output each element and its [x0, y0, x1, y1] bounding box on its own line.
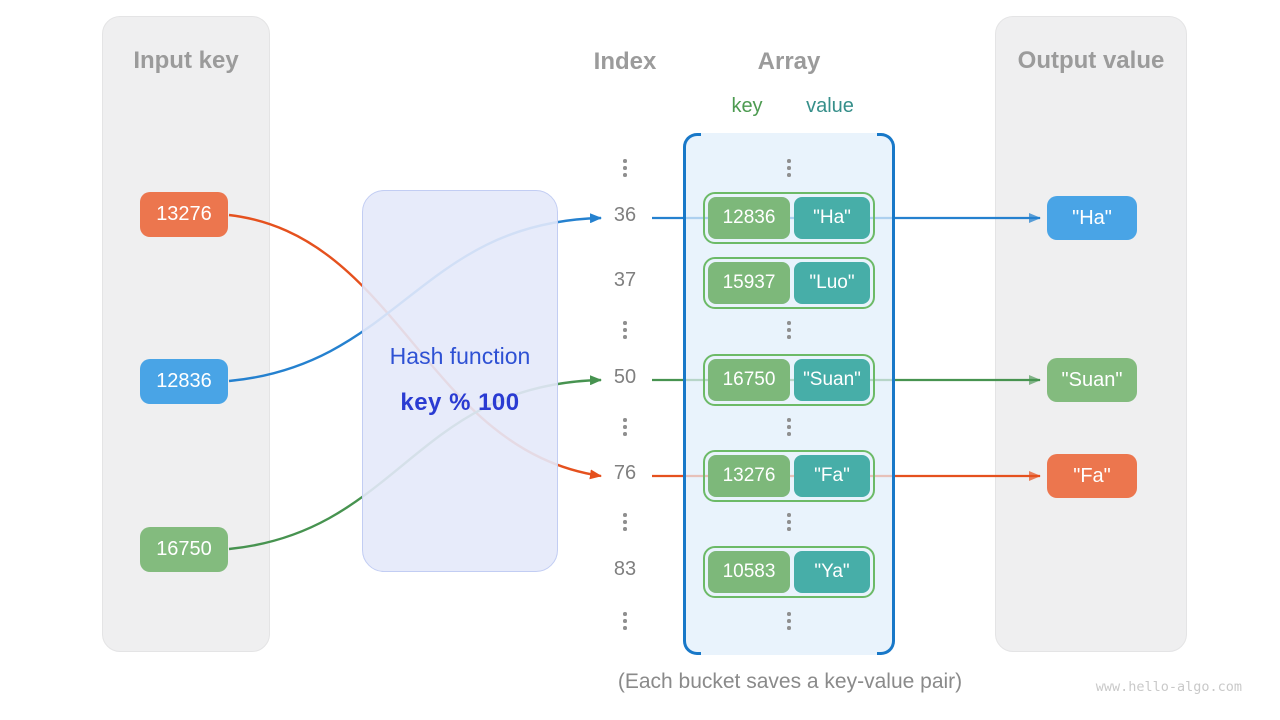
output-value-suan: "Suan"	[1047, 358, 1137, 402]
bucket-value: "Ha"	[794, 197, 870, 239]
array-column-header: Array	[757, 48, 821, 75]
array-ellipsis	[787, 612, 791, 630]
index-37: 37	[613, 269, 637, 291]
hash-function-formula: key % 100	[400, 389, 520, 416]
bucket-key: 13276	[708, 455, 790, 497]
array-ellipsis	[787, 321, 791, 339]
output-value-title: Output value	[1017, 47, 1165, 74]
array-left-bracket	[683, 133, 701, 655]
index-column-header: Index	[593, 48, 657, 75]
index-83: 83	[613, 558, 637, 580]
index-ellipsis	[623, 612, 627, 630]
index-ellipsis	[623, 321, 627, 339]
bucket-key: 12836	[708, 197, 790, 239]
bucket-key: 16750	[708, 359, 790, 401]
index-ellipsis	[623, 159, 627, 177]
index-36: 36	[613, 204, 637, 226]
hash-function-label: Hash function	[389, 343, 531, 369]
hash-function-box: Hash function key % 100	[362, 190, 558, 572]
bucket-row-76: 13276 "Fa"	[703, 450, 875, 502]
bucket-row-83: 10583 "Ya"	[703, 546, 875, 598]
index-ellipsis	[623, 513, 627, 531]
bucket-value: "Fa"	[794, 455, 870, 497]
output-value-panel: Output value	[995, 16, 1187, 652]
input-key-16750: 16750	[140, 527, 228, 572]
bucket-row-37: 15937 "Luo"	[703, 257, 875, 309]
input-key-13276: 13276	[140, 192, 228, 237]
index-ellipsis	[623, 418, 627, 436]
bucket-row-36: 12836 "Ha"	[703, 192, 875, 244]
bucket-key: 15937	[708, 262, 790, 304]
index-50: 50	[613, 366, 637, 388]
site-watermark: www.hello-algo.com	[1095, 679, 1242, 695]
output-value-ha: "Ha"	[1047, 196, 1137, 240]
bucket-row-50: 16750 "Suan"	[703, 354, 875, 406]
array-ellipsis	[787, 418, 791, 436]
array-right-bracket	[877, 133, 895, 655]
array-ellipsis	[787, 513, 791, 531]
figure-caption: (Each bucket saves a key-value pair)	[617, 670, 963, 693]
input-key-title: Input key	[133, 47, 239, 74]
index-76: 76	[613, 462, 637, 484]
value-column-label: value	[806, 95, 854, 117]
input-key-12836: 12836	[140, 359, 228, 404]
bucket-value: "Ya"	[794, 551, 870, 593]
array-ellipsis	[787, 159, 791, 177]
bucket-key: 10583	[708, 551, 790, 593]
bucket-value: "Suan"	[794, 359, 870, 401]
output-value-fa: "Fa"	[1047, 454, 1137, 498]
bucket-value: "Luo"	[794, 262, 870, 304]
key-column-label: key	[731, 95, 763, 117]
